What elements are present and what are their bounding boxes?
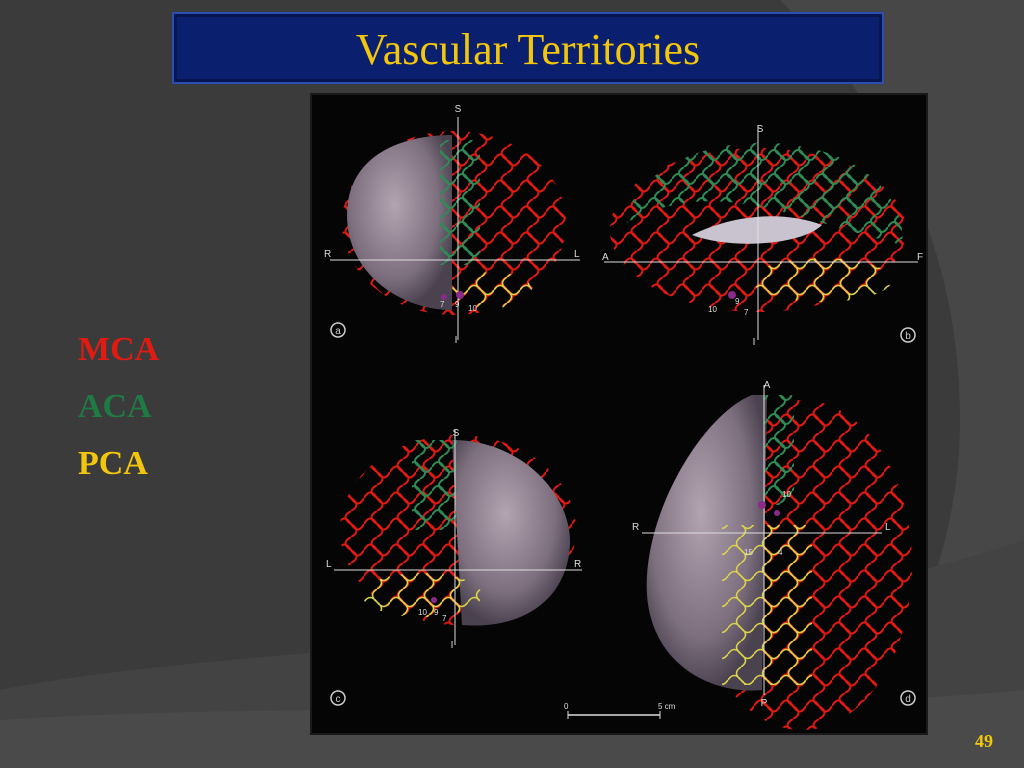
panel-c-top-label: S: [453, 428, 460, 439]
brain-illustrations: a S I R L 7 9 10 b S I A F 10: [324, 104, 923, 730]
panel-d-num-4: 4: [778, 548, 783, 557]
panel-c-right-label: R: [574, 559, 581, 570]
panel-d-right-label: L: [885, 522, 891, 533]
panel-a-num-10: 10: [468, 304, 477, 313]
panel-a-bottom-label: I: [455, 335, 458, 346]
scale-bar-end: 5 cm: [658, 702, 676, 711]
page-number: 49: [975, 731, 993, 751]
title-banner: Vascular Territories: [172, 12, 884, 84]
panel-a-left-label: R: [324, 249, 331, 260]
panel-d-top-label: A: [764, 380, 771, 391]
panel-d-left-label: R: [632, 522, 639, 533]
panel-b-right-label: F: [917, 252, 923, 263]
scale-bar: 0 5 cm: [564, 702, 676, 719]
panel-c-num-9: 9: [434, 608, 439, 617]
panel-d-num-10: 10: [782, 490, 791, 499]
panel-a-num-9: 9: [455, 300, 460, 309]
panel-b-left-label: A: [602, 252, 609, 263]
panel-c-num-10: 10: [418, 608, 427, 617]
scale-bar-start: 0: [564, 702, 569, 711]
panel-b-top-label: S: [757, 124, 764, 135]
panel-b-letter: b: [905, 331, 911, 342]
panel-d-bottom-label: P: [761, 698, 768, 709]
panel-b-num-7: 7: [744, 308, 749, 317]
legend-pca: PCA: [78, 445, 148, 482]
panel-c: c S I L R 10 9 7: [326, 428, 582, 706]
panel-d-num-15: 15: [744, 548, 753, 557]
panel-a: a S I R L 7 9 10: [324, 104, 580, 346]
panel-c-left-label: L: [326, 559, 332, 570]
panel-a-top-label: S: [455, 104, 462, 115]
panel-a-letter: a: [335, 326, 341, 337]
panel-b: b S I A F 10 9 7: [602, 124, 923, 348]
panel-c-num-7: 7: [442, 614, 447, 623]
panel-a-num-7: 7: [440, 300, 445, 309]
slide-title: Vascular Territories: [355, 25, 701, 74]
panel-b-bottom-label: I: [753, 337, 756, 348]
brain-vascular-figure: a S I R L 7 9 10 b S I A F 10: [310, 93, 928, 735]
panel-a-right-label: L: [574, 249, 580, 260]
panel-d-letter: d: [905, 694, 911, 705]
legend-mca: MCA: [78, 331, 160, 368]
panel-b-num-10: 10: [708, 305, 717, 314]
panel-b-num-9: 9: [735, 297, 740, 306]
panel-c-letter: c: [336, 694, 341, 705]
panel-c-bottom-label: I: [451, 640, 454, 651]
panel-d: d A P R L 10 15 4: [632, 380, 916, 730]
legend-aca: ACA: [78, 388, 152, 425]
territory-legend: MCA ACA PCA: [78, 330, 159, 501]
